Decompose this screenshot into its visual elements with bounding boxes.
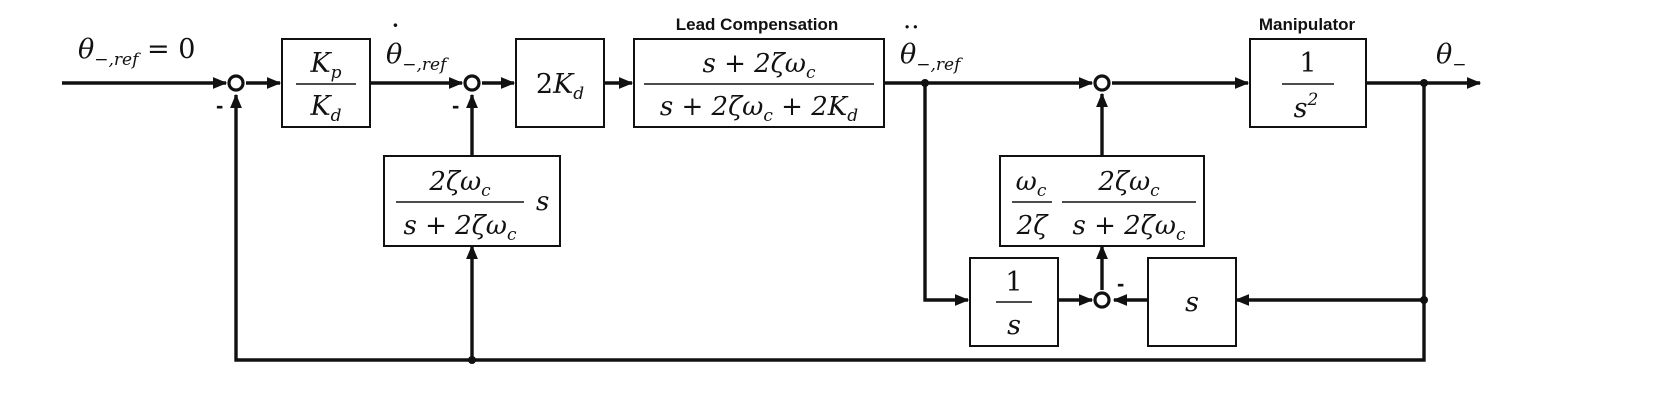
svg-text:s: s (1007, 310, 1021, 341)
svg-text:2Kd: 2Kd (536, 69, 584, 104)
lead-compensation-title: Lead Compensation (676, 15, 838, 34)
wire-accel-branch (923, 83, 970, 306)
svg-text:s2: s2 (1294, 90, 1319, 124)
summing-junction-4 (1093, 291, 1111, 309)
two-kd-gain-block: 2Kd (515, 38, 605, 128)
branch-point-feedback-s (1420, 296, 1428, 304)
svg-text:1: 1 (1005, 267, 1022, 298)
summing-junction-2 (463, 74, 481, 92)
integrator-block: 1 s (969, 257, 1059, 347)
svg-text:s: s (1185, 287, 1199, 318)
svg-text:ωc: ωc (1016, 167, 1047, 201)
derivative-filter-block: 2ζωc s + 2ζωc s (383, 155, 561, 247)
branch-point-output (1420, 79, 1428, 87)
svg-text:·: · (391, 9, 400, 42)
svg-text:··: ·· (903, 13, 920, 43)
summing-junctions: - - - (216, 74, 1124, 309)
manipulator-plant-block: 1 s2 (1249, 38, 1367, 128)
signal-label-theta-out: θ− (1436, 39, 1467, 75)
svg-text:θ−: θ− (1436, 39, 1467, 75)
sum1-minus-sign: - (216, 93, 223, 118)
summing-junction-3 (1093, 74, 1111, 92)
summing-junction-1 (227, 74, 245, 92)
svg-text:θ−,ref = 0: θ−,ref = 0 (78, 34, 195, 70)
kp-over-kd-block: Kp Kd (281, 38, 371, 128)
svg-text:s + 2ζωc: s + 2ζωc (1072, 211, 1186, 245)
wire-feedback-bottom (230, 93, 1426, 362)
manipulator-title: Manipulator (1259, 15, 1356, 34)
signal-label-theta-ddot-ref: ·· θ−,ref (900, 13, 963, 75)
svg-text:θ−,ref: θ−,ref (900, 39, 963, 75)
svg-text:2ζωc: 2ζωc (428, 167, 491, 201)
omega-velocity-filter-block: ωc 2ζ 2ζωc s + 2ζωc (999, 155, 1205, 247)
branch-point-accel (921, 79, 929, 87)
signal-label-theta-ref: θ−,ref = 0 (78, 34, 195, 70)
svg-text:2ζ: 2ζ (1016, 211, 1050, 241)
svg-text:s: s (536, 187, 549, 217)
sum4-minus-sign: - (1117, 271, 1124, 296)
svg-text:s + 2ζωc: s + 2ζωc (702, 49, 816, 83)
svg-text:2ζωc: 2ζωc (1097, 167, 1160, 201)
signal-label-theta-dot-ref: · θ−,ref (386, 9, 449, 75)
lead-compensation-block: s + 2ζωc s + 2ζωc + 2Kd (633, 38, 885, 128)
svg-text:Kd: Kd (309, 91, 341, 126)
sum2-minus-sign: - (452, 93, 459, 118)
svg-text:1: 1 (1299, 48, 1316, 79)
svg-text:Kp: Kp (309, 48, 341, 83)
differentiator-block: s (1147, 257, 1237, 347)
signal-wires (62, 77, 1482, 364)
branch-point-feedback-bottom (468, 356, 476, 364)
svg-text:s + 2ζωc + 2Kd: s + 2ζωc + 2Kd (660, 92, 858, 126)
svg-text:s + 2ζωc: s + 2ζωc (403, 211, 517, 245)
svg-text:θ−,ref: θ−,ref (386, 39, 449, 75)
